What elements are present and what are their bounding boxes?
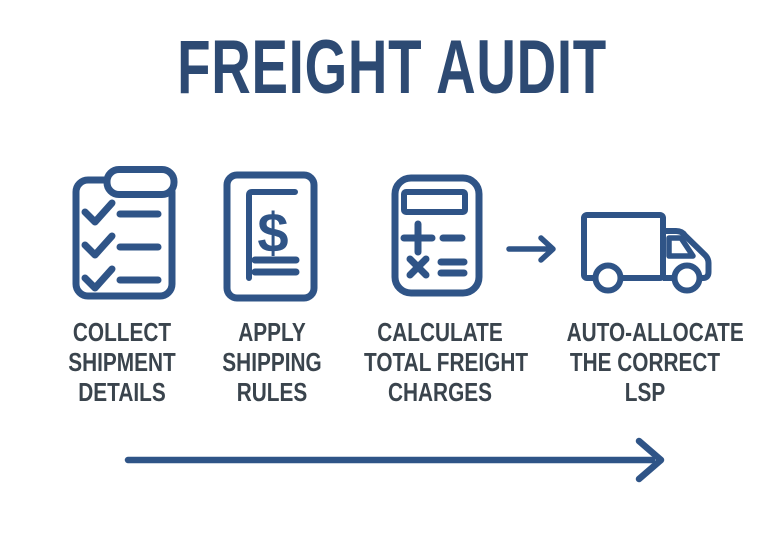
dollar-document-icon: $ <box>223 171 318 302</box>
flow-right-arrow-icon <box>506 235 556 263</box>
step-label-line: CHARGES <box>387 377 492 407</box>
delivery-truck-icon <box>581 212 712 294</box>
step-label-line: CALCULATE <box>377 317 503 347</box>
step-label-collect-shipment-details: COLLECT SHIPMENT DETAILS <box>46 317 198 407</box>
step-label-line: RULES <box>236 377 308 407</box>
dollar-sign-glyph: $ <box>257 201 288 264</box>
clipboard-checklist-icon <box>72 166 178 300</box>
process-flow-arrow-icon <box>124 437 665 483</box>
step-label-line: TOTAL FREIGHT <box>364 347 529 377</box>
step-label-calculate-total-freight-charges: CALCULATE TOTAL FREIGHT CHARGES <box>364 317 529 407</box>
calculator-icon <box>391 174 483 297</box>
step-label-line: SHIPMENT <box>68 347 176 377</box>
step-label-line: AUTO-ALLOCATE <box>566 317 744 347</box>
step-label-line: SHIPPING <box>222 347 322 377</box>
step-label-line: DETAILS <box>78 377 166 407</box>
step-label-line: COLLECT <box>72 317 172 347</box>
step-label-apply-shipping-rules: APPLY SHIPPING RULES <box>196 317 348 407</box>
step-label-line: APPLY <box>238 317 306 347</box>
step-label-line: LSP <box>624 377 666 407</box>
step-label-line: THE CORRECT <box>569 347 721 377</box>
step-label-auto-allocate-the-correct-lsp: AUTO-ALLOCATE THE CORRECT LSP <box>566 317 744 407</box>
page-title: FREIGHT AUDIT <box>177 25 607 110</box>
